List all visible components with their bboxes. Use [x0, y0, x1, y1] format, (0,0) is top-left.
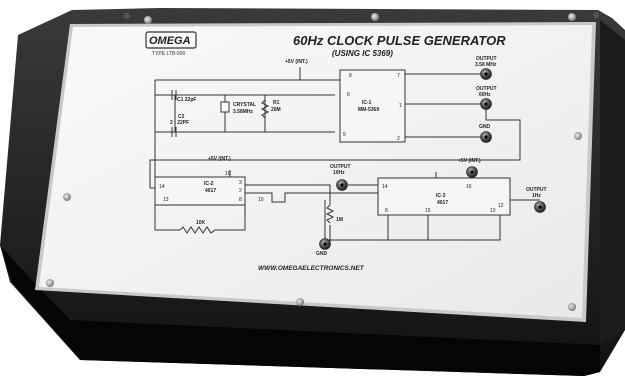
brand-logo-text: OMEGA — [149, 35, 191, 47]
out-60-value: 60Hz — [479, 92, 491, 98]
jack-gnd-upper[interactable]: GND — [479, 124, 492, 143]
c1-label: C1 22pF — [177, 97, 196, 103]
crystal-label-b: 3.58MHz — [233, 109, 254, 115]
ic3-pin: 12 — [498, 203, 504, 209]
screw — [63, 193, 71, 201]
screw — [568, 303, 576, 311]
capacitor-c2: C2 2 - 22PF — [170, 114, 189, 137]
jack-output-358mhz[interactable]: OUTPUT 3.58 MHz — [475, 56, 497, 80]
ic1-pin: 5 — [343, 132, 346, 138]
ic1-part: MM-5369 — [358, 107, 379, 113]
ic1-pin: 1 — [399, 103, 402, 109]
ic3-pin: 16 — [466, 184, 472, 190]
r1-label-a: R1 — [273, 100, 280, 106]
ic2-pin: 8 — [239, 197, 242, 203]
crystal: CRYSTAL 3.58MHz — [220, 101, 256, 115]
ic3-chip: IC-3 4017 14 16 12 8 15 13 — [377, 177, 511, 216]
ic3-pin: 15 — [425, 208, 431, 214]
c2-label-b: 2 - 22PF — [170, 120, 189, 126]
gnd-right-label: GND — [479, 124, 491, 130]
supply-ic2-label: +5V (INT.) — [208, 156, 231, 162]
ic2-pin: 3 — [239, 180, 242, 186]
jack-gnd-lower[interactable]: GND — [316, 238, 331, 258]
out-358-value: 3.58 MHz — [475, 62, 497, 68]
resistor-1m: 1M — [325, 204, 343, 224]
ic1-pin: 8 — [349, 73, 352, 79]
screw — [371, 13, 379, 21]
ic1-chip: IC-1 MM-5369 8 7 6 1 5 2 — [339, 69, 406, 143]
panel-title: 60Hz CLOCK PULSE GENERATOR — [293, 33, 506, 48]
out-10-value: 10Hz — [333, 170, 345, 176]
model-type-label: TYPE LTB-900 — [152, 51, 185, 57]
out-358-label: OUTPUT — [476, 56, 497, 62]
lower-circuit-wiring — [149, 170, 540, 246]
ic3-pin: 13 — [490, 208, 496, 214]
ic2-pin: 16 — [225, 171, 231, 177]
panel-subtitle: (USING IC 5369) — [332, 49, 393, 58]
gnd-bottom-label: GND — [316, 251, 328, 257]
ic1-pin: 7 — [397, 73, 400, 79]
supply-top-label: +5V (INT.) — [285, 59, 308, 65]
jack-output-1hz[interactable]: OUTPUT 1Hz — [526, 187, 547, 213]
r1m-label: 1M — [336, 217, 343, 223]
screw — [568, 13, 576, 21]
panel-screws — [46, 13, 582, 311]
ic1-pin: 2 — [397, 136, 400, 142]
jack-output-10hz[interactable]: OUTPUT 10Hz — [330, 164, 351, 191]
c2-label-a: C2 — [178, 114, 185, 120]
supply-ic3-label: +5V (INT.) — [458, 158, 481, 164]
resistor-10k: 10K — [179, 220, 220, 234]
crystal-label-a: CRYSTAL — [233, 102, 256, 108]
jack-5v-ic3[interactable] — [466, 166, 478, 178]
out-1-value: 1Hz — [532, 193, 541, 199]
jack-output-60hz[interactable]: OUTPUT 60Hz — [476, 86, 497, 110]
ic2-pin: 2 — [239, 188, 242, 194]
screw — [574, 132, 582, 140]
resistor-r1: R1 20M — [260, 99, 281, 119]
ic3-pin: 14 — [382, 184, 388, 190]
ic2-pin: 10 — [258, 197, 264, 203]
ic1-pin: 6 — [347, 92, 350, 98]
ic2-chip: IC-2 4017 16 14 13 3 2 10 8 — [154, 171, 264, 206]
out-10-label: OUTPUT — [330, 164, 351, 170]
out-1-label: OUTPUT — [526, 187, 547, 193]
r1-label-b: 20M — [271, 107, 281, 113]
screw — [296, 298, 304, 306]
brand-logo: OMEGA TYPE LTB-900 — [145, 31, 197, 57]
website-url: WWW.OMEGAELECTRONICS.NET — [258, 265, 365, 272]
ic2-part: 4017 — [205, 188, 216, 194]
ic3-pin: 8 — [385, 208, 388, 214]
screw — [144, 16, 152, 24]
ic1-name: IC-1 — [362, 100, 372, 106]
out-60-label: OUTPUT — [476, 86, 497, 92]
ic2-pin: 14 — [159, 184, 165, 190]
screw — [46, 279, 54, 287]
ic2-name: IC-2 — [204, 181, 214, 187]
capacitor-c1: C1 22pF — [171, 90, 196, 103]
r10k-label: 10K — [196, 220, 206, 226]
ic3-part: 4017 — [437, 200, 448, 206]
ic2-pin: 13 — [163, 197, 169, 203]
front-panel — [35, 22, 596, 322]
ic3-name: IC-3 — [436, 193, 446, 199]
